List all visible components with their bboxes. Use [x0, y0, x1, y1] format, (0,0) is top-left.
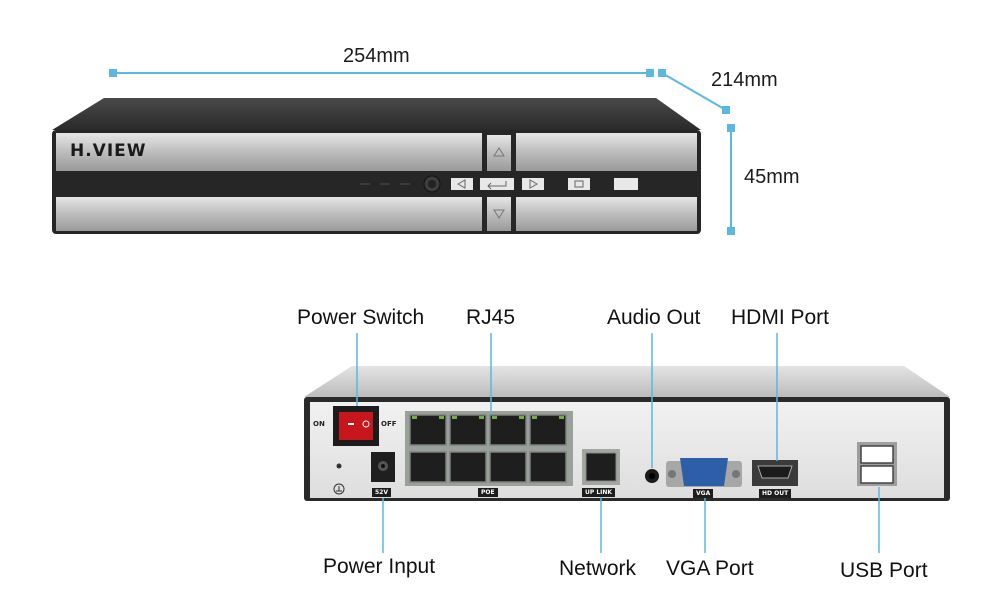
- front-view: [52, 98, 701, 234]
- depth-dimension-label: 214mm: [711, 69, 778, 91]
- power-voltage-tag: 52V: [372, 488, 391, 497]
- uplink-tag: UP LINK: [582, 488, 616, 497]
- switch-on-label: ON: [313, 420, 325, 428]
- callout-vga-port: VGA Port: [666, 557, 754, 580]
- rear-view: [304, 366, 950, 501]
- width-dimension-label: 254mm: [343, 45, 410, 67]
- poe-tag: POE: [478, 488, 498, 497]
- callout-usb-port: USB Port: [840, 559, 928, 582]
- callout-power-input: Power Input: [323, 555, 436, 578]
- height-dimension-label: 45mm: [744, 166, 800, 188]
- callout-rj45: RJ45: [466, 306, 516, 329]
- hd-out-tag: HD OUT: [759, 489, 792, 498]
- rj45-ports: [409, 414, 567, 483]
- brand-logo: H.VIEW: [70, 141, 147, 161]
- callout-hdmi-port: HDMI Port: [731, 306, 830, 329]
- callout-audio-out: Audio Out: [607, 306, 701, 329]
- callout-power-switch: Power Switch: [297, 306, 425, 329]
- callout-network: Network: [559, 557, 637, 580]
- dimension-lines: [109, 69, 735, 235]
- vga-tag: VGA: [693, 489, 714, 498]
- callout-lines: [356, 333, 880, 553]
- switch-off-label: OFF: [381, 420, 397, 428]
